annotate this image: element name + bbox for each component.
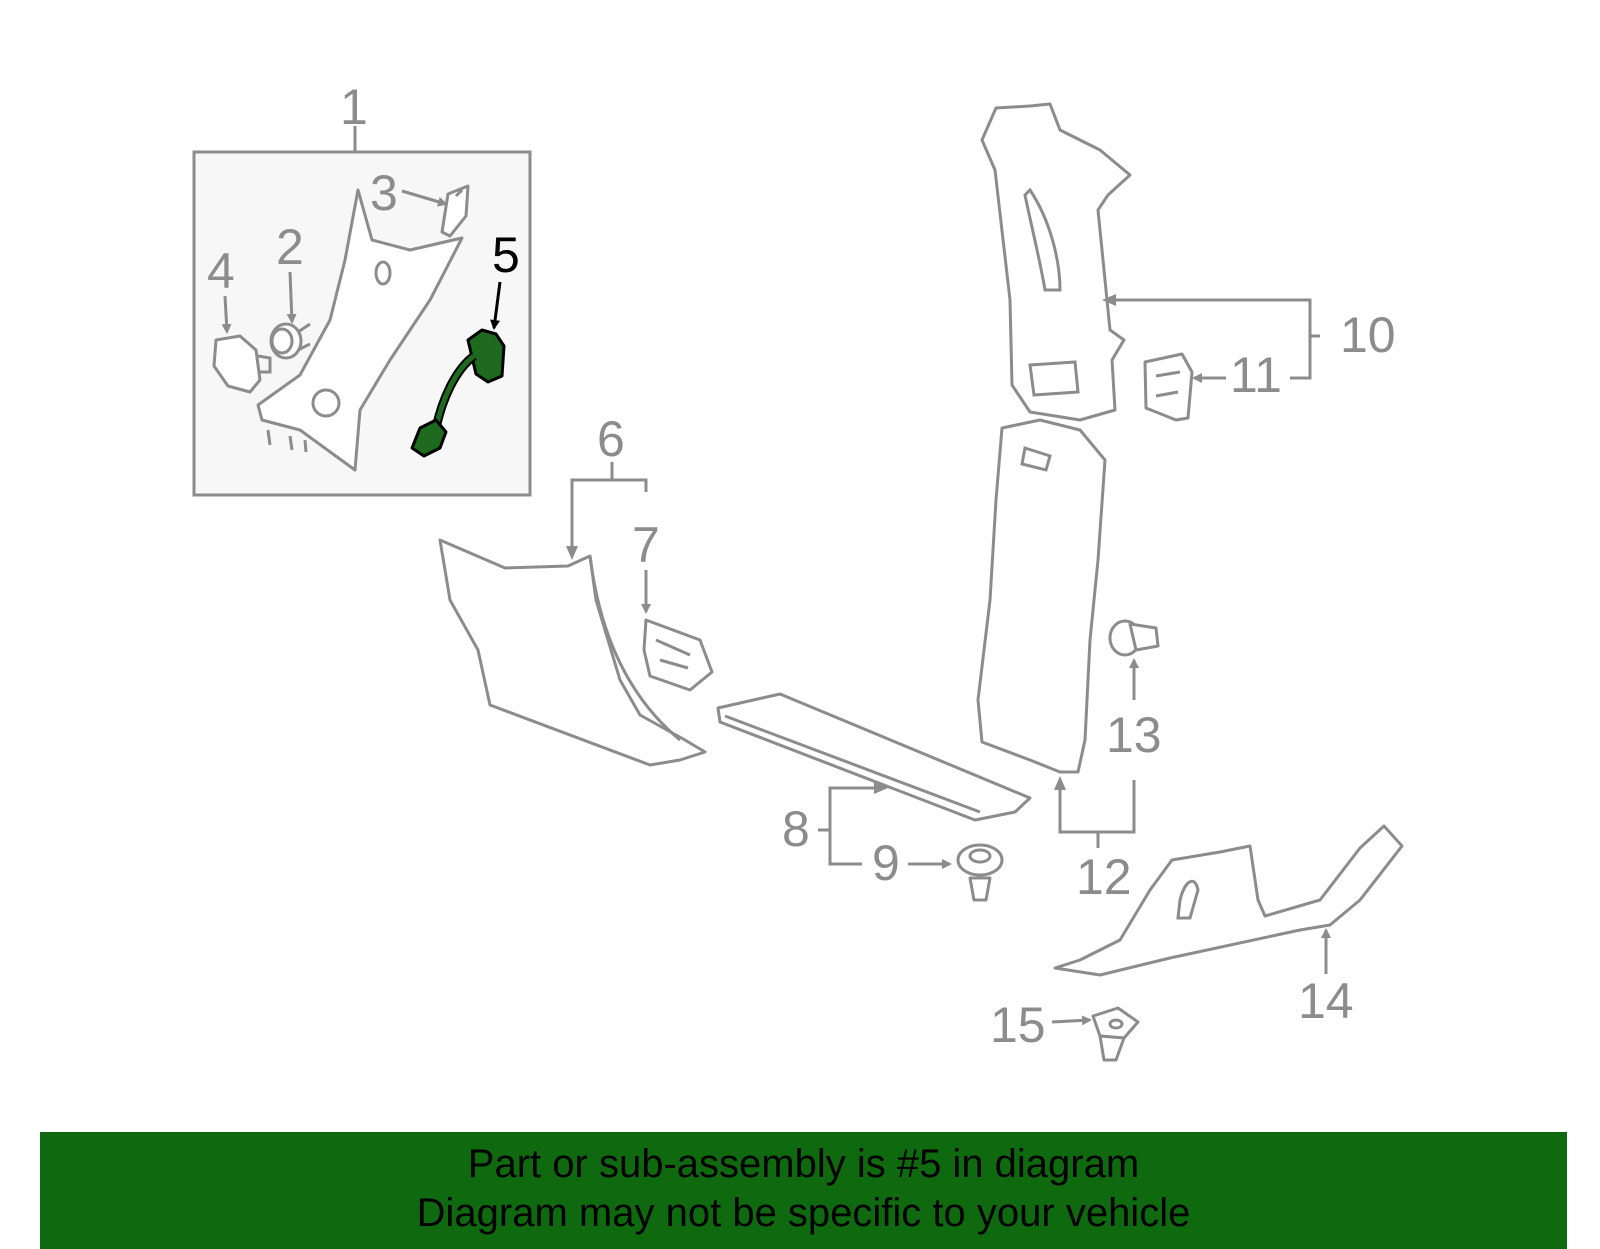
part-9-push-clip[interactable] bbox=[956, 843, 1004, 902]
part-1-trim-panel[interactable] bbox=[256, 188, 464, 472]
callout-8[interactable]: 8 bbox=[782, 801, 810, 857]
callout-4[interactable]: 4 bbox=[207, 243, 235, 299]
part-7-clip[interactable] bbox=[642, 618, 714, 692]
part-4-cover[interactable] bbox=[212, 334, 272, 394]
part-8-sill-plate[interactable] bbox=[716, 692, 1032, 822]
banner-line-2: Diagram may not be specific to your vehi… bbox=[416, 1191, 1191, 1235]
part-15-nut-clip[interactable] bbox=[1091, 1006, 1140, 1062]
callout-10[interactable]: 10 bbox=[1340, 307, 1396, 363]
callout-13[interactable]: 13 bbox=[1106, 707, 1162, 763]
callout-5[interactable]: 5 bbox=[492, 227, 520, 283]
callout-9[interactable]: 9 bbox=[872, 835, 900, 891]
leader-lines bbox=[221, 189, 1331, 1026]
callout-11[interactable]: 11 bbox=[1230, 347, 1282, 403]
callout-15[interactable]: 15 bbox=[990, 997, 1046, 1053]
callout-14[interactable]: 14 bbox=[1298, 973, 1354, 1029]
info-banner: Part or sub-assembly is #5 in diagram Di… bbox=[40, 1132, 1567, 1249]
callout-1[interactable]: 1 bbox=[340, 79, 368, 135]
part-13-pin[interactable] bbox=[1108, 619, 1160, 657]
part-14-quarter-trim[interactable] bbox=[1053, 824, 1404, 977]
callout-12[interactable]: 12 bbox=[1076, 849, 1132, 905]
part-2-plug[interactable] bbox=[269, 322, 311, 360]
callout-7[interactable]: 7 bbox=[632, 517, 660, 573]
part-12-lower-pillar[interactable] bbox=[976, 418, 1107, 774]
part-10-upper-pillar[interactable] bbox=[980, 102, 1132, 422]
banner-line-1: Part or sub-assembly is #5 in diagram bbox=[467, 1142, 1140, 1186]
callout-3[interactable]: 3 bbox=[370, 165, 398, 221]
part-3-clip[interactable] bbox=[440, 184, 470, 238]
callout-2[interactable]: 2 bbox=[276, 219, 304, 275]
part-11-retainer[interactable] bbox=[1143, 352, 1194, 422]
part-5-highlighted[interactable] bbox=[410, 328, 506, 458]
callout-6[interactable]: 6 bbox=[597, 411, 625, 467]
part-6-kick-panel[interactable] bbox=[438, 538, 707, 767]
